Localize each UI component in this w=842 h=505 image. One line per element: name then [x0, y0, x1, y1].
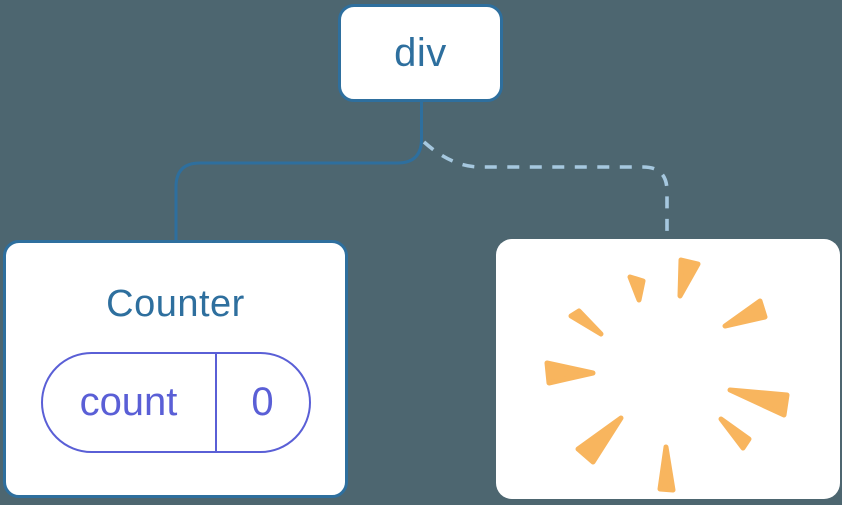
poof-sparkle-icon — [544, 257, 790, 493]
root-div-label: div — [394, 30, 447, 75]
state-pill-divider — [214, 354, 217, 451]
state-key-label: count — [79, 380, 178, 424]
connector-solid-line — [174, 102, 423, 241]
root-div-node: div — [338, 4, 503, 102]
state-value-label: 0 — [251, 380, 274, 424]
removed-component-card — [496, 239, 840, 499]
counter-component-card: Counter count 0 — [3, 240, 348, 498]
connector-dashed-line — [422, 140, 669, 239]
counter-title: Counter — [106, 283, 245, 325]
state-pill: count 0 — [40, 352, 311, 453]
